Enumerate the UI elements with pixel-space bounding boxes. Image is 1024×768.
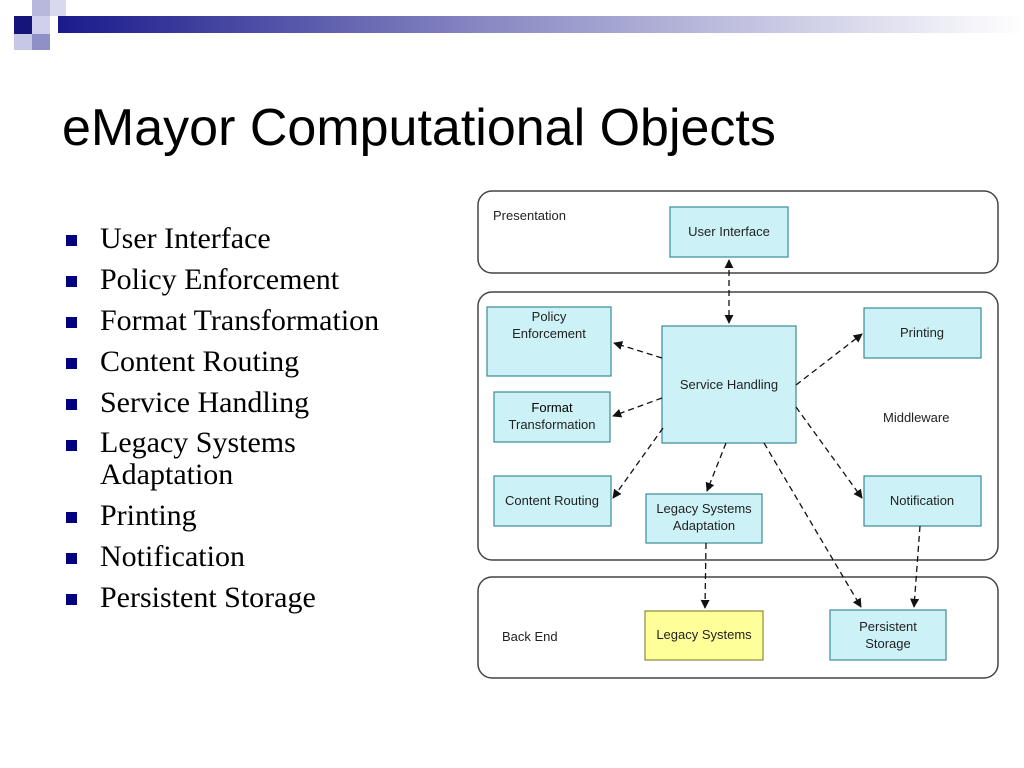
policy-enforcement-label-2: Enforcement (512, 326, 586, 341)
middleware-label: Middleware (883, 410, 949, 425)
backend-label: Back End (502, 629, 558, 644)
policy-enforcement-box (486, 306, 612, 377)
arrow-service-adaptation (705, 442, 727, 492)
header-gradient-bar (58, 16, 1024, 33)
printing-box (863, 307, 982, 359)
notification-box (863, 475, 982, 527)
user-interface-label: User Interface (688, 224, 770, 239)
arrow-service-storage (763, 442, 862, 608)
format-transformation-label-2: Transformation (509, 417, 596, 432)
bullet-item: Legacy Systems Adaptation (62, 427, 400, 491)
square-bullet-icon (66, 358, 77, 369)
format-transformation-label-1: Format (531, 400, 573, 415)
bullet-item: Printing (62, 499, 400, 532)
deco-square (14, 34, 32, 50)
deco-square (32, 34, 50, 50)
square-bullet-icon (66, 553, 77, 564)
arrow-notification-storage (910, 525, 921, 608)
policy-enforcement-label-1: Policy (532, 309, 567, 324)
bullet-item: Policy Enforcement (62, 263, 400, 296)
square-bullet-icon (66, 317, 77, 328)
persistent-storage-box (829, 609, 947, 661)
notification-label: Notification (890, 493, 954, 508)
deco-square (32, 16, 50, 34)
legacy-adaptation-box (645, 493, 763, 544)
bullet-item: Service Handling (62, 386, 400, 419)
printing-label: Printing (900, 325, 944, 340)
format-transformation-box (493, 391, 611, 443)
deco-square (32, 0, 50, 16)
service-handling-label: Service Handling (680, 377, 778, 392)
arrow-service-content (612, 427, 664, 499)
arrow-service-format (612, 397, 663, 418)
bullet-item: Notification (62, 540, 400, 573)
legacy-adaptation-label-2: Adaptation (673, 518, 735, 533)
deco-square (14, 16, 32, 34)
bullet-item: Content Routing (62, 345, 400, 378)
slide-title: eMayor Computational Objects (62, 99, 776, 157)
square-bullet-icon (66, 512, 77, 523)
arrow-service-notification (795, 406, 863, 499)
bullet-item: User Interface (62, 222, 400, 255)
content-routing-box (493, 475, 612, 527)
legacy-systems-label: Legacy Systems (656, 627, 752, 642)
bullet-list: User Interface Policy Enforcement Format… (62, 222, 400, 622)
persistent-storage-label-2: Storage (865, 636, 911, 651)
square-bullet-icon (66, 594, 77, 605)
deco-square (50, 0, 66, 16)
arrow-service-printing (795, 333, 863, 386)
square-bullet-icon (66, 235, 77, 246)
arrow-service-policy (613, 341, 663, 359)
square-bullet-icon (66, 276, 77, 287)
presentation-label: Presentation (493, 208, 566, 223)
persistent-storage-label-1: Persistent (859, 619, 917, 634)
square-bullet-icon (66, 399, 77, 410)
content-routing-label: Content Routing (505, 493, 599, 508)
arrow-adaptation-legacy (700, 542, 710, 609)
bullet-item: Persistent Storage (62, 581, 400, 614)
header-decoration (14, 0, 1024, 50)
legacy-systems-box (644, 610, 764, 661)
bullet-item: Format Transformation (62, 304, 400, 337)
square-bullet-icon (66, 440, 77, 451)
user-interface-box (669, 206, 789, 258)
service-handling-box (661, 325, 797, 444)
legacy-adaptation-label-1: Legacy Systems (656, 501, 752, 516)
